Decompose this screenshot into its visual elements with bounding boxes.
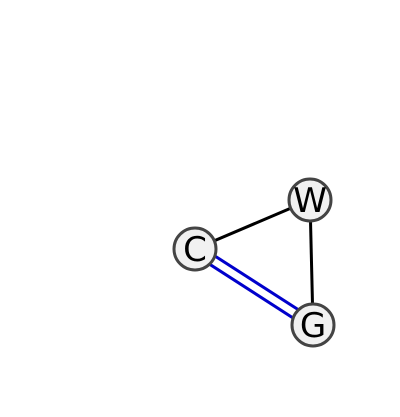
- edge-c-g-line-b: [191, 251, 312, 331]
- edge-c-g-line-a: [196, 243, 317, 323]
- node-c-label: C: [183, 230, 207, 270]
- node-w-label: W: [293, 181, 327, 221]
- node-c: C: [172, 226, 218, 272]
- node-g-circle: [290, 302, 336, 348]
- node-g-label: G: [300, 306, 326, 346]
- node-w-circle: [287, 177, 333, 223]
- node-c-circle: [172, 226, 218, 272]
- node-w: W: [287, 177, 333, 223]
- node-g: G: [290, 302, 336, 348]
- edge-c-g-double: [191, 243, 317, 331]
